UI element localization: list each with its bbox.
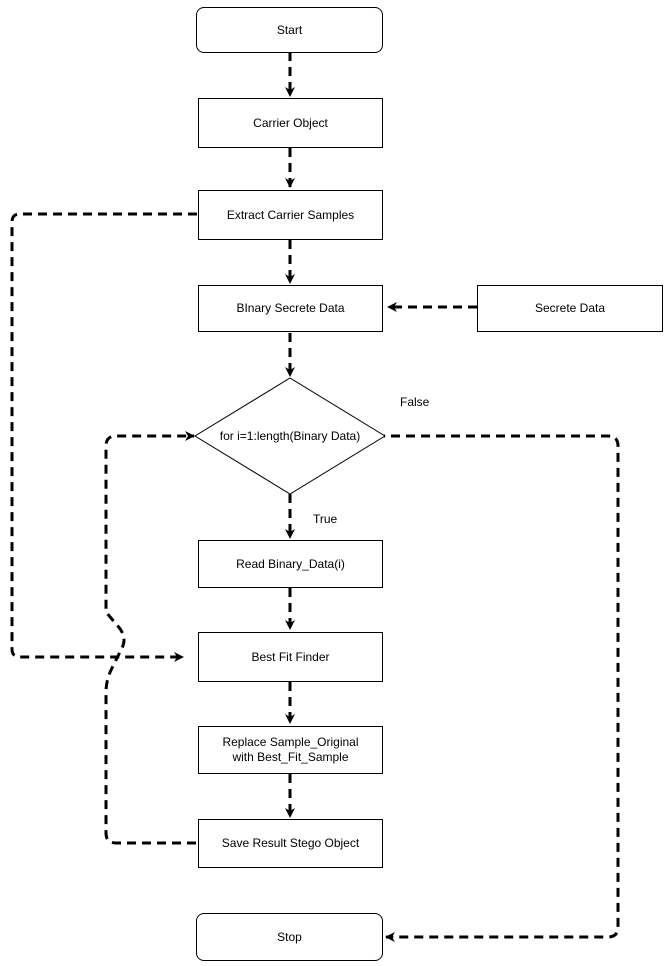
- carrier-object-node: Carrier Object: [198, 98, 383, 148]
- edge-save-loop: [104, 431, 196, 845]
- binary-secret-data-node: BInary Secrete Data: [198, 285, 383, 332]
- save-result-node: Save Result Stego Object: [198, 819, 383, 868]
- false-branch-label: False: [400, 395, 430, 409]
- stop-node: Stop: [196, 913, 383, 961]
- start-node: Start: [196, 7, 383, 53]
- read-binary-data-node: Read Binary_Data(i): [198, 540, 383, 588]
- replace-line-2: with Best_Fit_Sample: [232, 750, 349, 764]
- secret-data-node: Secrete Data: [477, 285, 663, 332]
- best-fit-finder-node: Best Fit Finder: [198, 632, 383, 682]
- true-branch-label: True: [313, 512, 338, 526]
- replace-sample-node: Replace Sample_Original with Best_Fit_Sa…: [198, 726, 383, 774]
- loop-decision-diamond: [194, 377, 386, 495]
- edge-loop-stop: [376, 434, 620, 942]
- extract-carrier-samples-node: Extract Carrier Samples: [198, 190, 383, 240]
- replace-line-1: Replace Sample_Original: [222, 735, 359, 749]
- loop-condition-text: for i=1:length(Binary Data): [220, 429, 360, 443]
